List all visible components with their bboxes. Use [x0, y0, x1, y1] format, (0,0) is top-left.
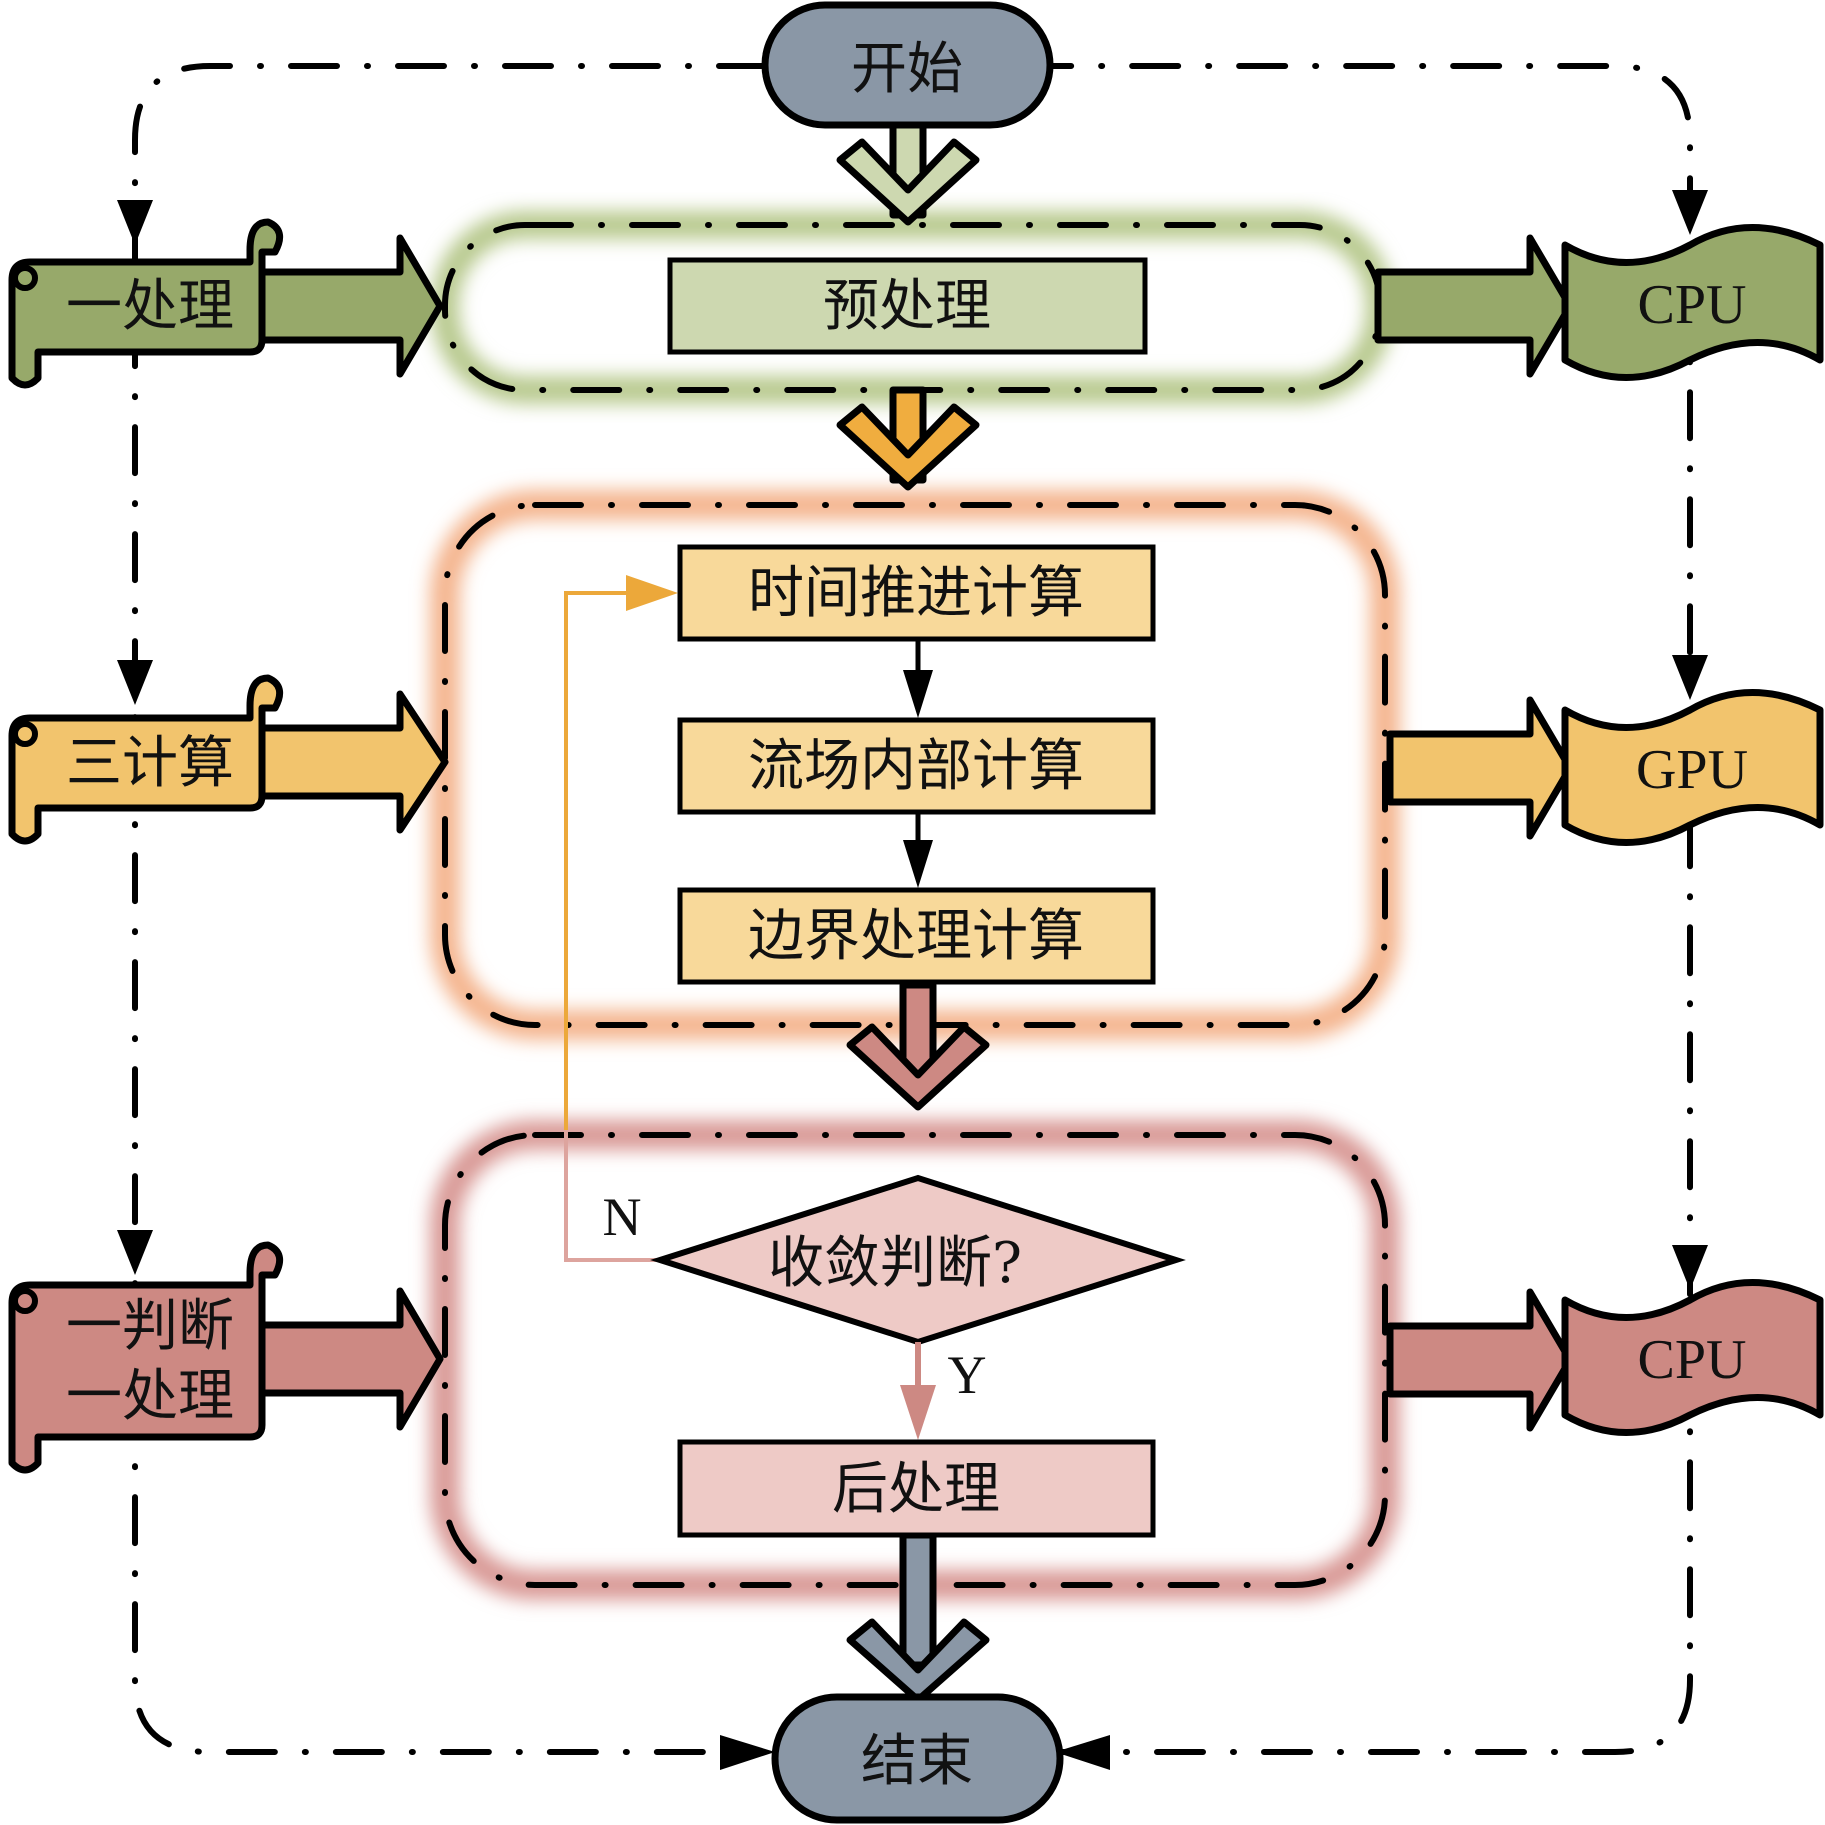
chevron-arrow-green: [836, 121, 980, 226]
arrowhead-bottom-left: [720, 1735, 775, 1770]
block-arrow-right-green: [1374, 234, 1574, 378]
preprocess-box[interactable]: 预处理: [667, 257, 1148, 355]
device-label: CPU: [1638, 274, 1747, 336]
wave-banner-shape: [1561, 224, 1824, 381]
start-label: 开始: [851, 37, 963, 102]
chevron-arrow-gray: [846, 1531, 990, 1704]
left-scroll-compute: 三计算: [8, 674, 284, 845]
device-banner-cpu-1: CPU: [1561, 224, 1824, 381]
scroll-curl-left: [12, 265, 38, 291]
device-banner-gpu: GPU: [1561, 689, 1824, 846]
scroll-shape: [8, 674, 284, 845]
judge-border: [442, 1132, 1388, 1588]
end-node[interactable]: 结束: [771, 1693, 1064, 1824]
boundary-rect: [677, 887, 1156, 985]
arrowhead-right-1: [1672, 190, 1708, 235]
connector-yes-to-post: [900, 1342, 936, 1440]
scroll-shape: [8, 218, 284, 389]
block-arrow-right-red: [1386, 1288, 1574, 1432]
block-arrow-left-green: [258, 234, 444, 378]
compute-border: [442, 502, 1388, 1028]
end-terminal-shape: [771, 1693, 1064, 1824]
branch-no-label: N: [603, 1187, 642, 1247]
postprocess-box[interactable]: 后处理: [677, 1439, 1156, 1538]
preprocess-rect: [667, 257, 1148, 355]
time-step-label: 时间推进计算: [748, 561, 1084, 626]
left-scroll-judge: 一判断 一处理: [8, 1241, 284, 1474]
loop-arrowhead: [626, 575, 678, 611]
device-banner-cpu-2: CPU: [1561, 1279, 1824, 1436]
left-scroll-preprocess: 一处理: [8, 218, 284, 389]
convergence-label: 收敛判断?: [768, 1231, 1022, 1296]
postprocess-label: 后处理: [832, 1457, 1000, 1522]
scroll-label: 一处理: [66, 274, 234, 339]
chevron-arrow-red: [846, 981, 990, 1111]
scroll-curl-left: [12, 1288, 38, 1314]
arrowhead-left-3: [117, 1230, 153, 1275]
chevron-arrow-orange: [836, 386, 980, 491]
scroll-curl-left: [12, 721, 38, 747]
connector-interior-to-boundary: [903, 812, 933, 888]
device-label: GPU: [1636, 739, 1748, 801]
scroll-label: 三计算: [66, 731, 234, 796]
block-arrow-right-yellow: [1386, 696, 1574, 840]
interior-rect: [677, 717, 1156, 815]
interior-label: 流场内部计算: [748, 734, 1084, 799]
arrowhead-left-2: [117, 660, 153, 705]
arrowhead-right-2: [1672, 655, 1708, 700]
postprocess-rect: [677, 1439, 1156, 1538]
decision-diamond: [650, 1174, 1186, 1346]
arrowhead-right-3: [1672, 1245, 1708, 1290]
convergence-decision[interactable]: 收敛判断?: [650, 1174, 1186, 1346]
device-label: CPU: [1638, 1329, 1747, 1391]
scroll-label-line-1: 一判断: [66, 1294, 234, 1359]
scroll-label-line-2: 一处理: [66, 1364, 234, 1429]
preprocess-label: 预处理: [823, 274, 991, 339]
loop-back-connector: [564, 575, 678, 1262]
boundary-label: 边界处理计算: [748, 904, 1084, 969]
start-node[interactable]: 开始: [761, 1, 1054, 129]
arrowhead-bottom-right: [1055, 1735, 1110, 1770]
wave-banner-shape: [1561, 1279, 1824, 1436]
time-step-box[interactable]: 时间推进计算: [677, 544, 1156, 642]
connector-time-to-interior: [903, 639, 933, 718]
block-arrow-left-red: [258, 1287, 444, 1431]
arrowhead-left-1: [117, 200, 153, 245]
branch-yes-label: Y: [948, 1345, 987, 1405]
end-label: 结束: [861, 1729, 973, 1794]
wave-banner-shape: [1561, 689, 1824, 846]
interior-box[interactable]: 流场内部计算: [677, 717, 1156, 815]
boundary-box[interactable]: 边界处理计算: [677, 887, 1156, 985]
block-arrow-left-yellow: [258, 690, 449, 834]
scroll-shape: [8, 1241, 284, 1474]
